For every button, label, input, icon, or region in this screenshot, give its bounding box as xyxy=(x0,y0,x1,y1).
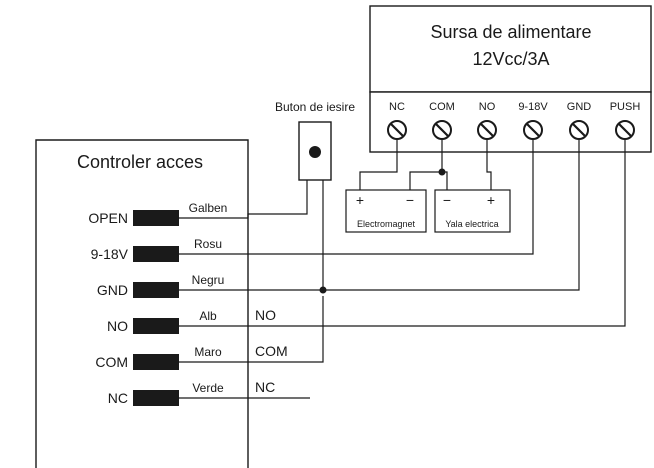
terminal-label-nc: NC xyxy=(389,101,405,113)
wire-psu-no-to-lock xyxy=(486,139,492,190)
wire-label-alb: Alb xyxy=(199,309,217,323)
screw-terminal-gnd-icon xyxy=(569,120,589,140)
wire-label-rosu: Rosu xyxy=(194,237,222,251)
electromagnet: + − Electromagnet xyxy=(345,189,427,233)
screw-terminal-9-18v-icon xyxy=(523,120,543,140)
wire-no-to-psu-push xyxy=(179,139,626,327)
wires xyxy=(179,139,626,399)
access-controller: Controler acces OPEN 9-18V GND NO COM NC… xyxy=(35,139,288,468)
terminal-label-no: NO xyxy=(479,101,496,113)
electromagnet-plus: + xyxy=(356,192,364,208)
pin-connector-nc xyxy=(133,390,179,406)
wire-gnd-to-psu xyxy=(179,139,580,291)
screw-terminal-no-icon xyxy=(477,120,497,140)
electromagnet-box xyxy=(345,189,427,233)
exit-button-label: Buton de iesire xyxy=(275,100,355,114)
pin-connector-com xyxy=(133,354,179,370)
pin-label-nc: NC xyxy=(108,390,128,406)
wire-label-maro: Maro xyxy=(194,345,222,359)
power-supply-rating: 12Vcc/3A xyxy=(472,49,549,69)
pin-connector-gnd xyxy=(133,282,179,298)
electric-lock-minus: − xyxy=(443,192,451,208)
controller-box xyxy=(35,139,249,468)
pin-label-com: COM xyxy=(95,354,128,370)
terminal-label-gnd: GND xyxy=(567,101,592,113)
wire-9-18v-to-psu xyxy=(179,139,534,255)
wire-open-to-exit-button xyxy=(179,180,308,219)
exit-button-push-icon xyxy=(309,146,321,158)
pin-label-no: NO xyxy=(107,318,128,334)
pin-connector-open xyxy=(133,210,179,226)
screw-terminal-push-icon xyxy=(615,120,635,140)
junction-dot-gnd xyxy=(319,286,327,294)
electric-lock-label: Yala electrica xyxy=(445,219,498,229)
controller-title: Controler acces xyxy=(77,152,203,172)
electric-lock: − + Yala electrica xyxy=(434,189,511,233)
wire-label-negru: Negru xyxy=(192,273,225,287)
terminal-label-com: COM xyxy=(429,101,455,113)
screw-terminal-nc-icon xyxy=(387,120,407,140)
pin-label-gnd: GND xyxy=(97,282,128,298)
output-label-nc: NC xyxy=(255,379,275,395)
wire-label-galben: Galben xyxy=(189,201,228,215)
electric-lock-box xyxy=(434,189,511,233)
electromagnet-minus: − xyxy=(406,192,414,208)
pin-connector-no xyxy=(133,318,179,334)
power-supply-box xyxy=(369,5,652,93)
terminal-block xyxy=(369,91,652,153)
power-supply: Sursa de alimentare 12Vcc/3A NC COM NO 9… xyxy=(369,5,652,153)
power-supply-title: Sursa de alimentare xyxy=(430,22,591,42)
exit-button: Buton de iesire xyxy=(275,100,355,181)
terminal-label-9-18v: 9-18V xyxy=(518,101,548,113)
wire-psu-nc-to-electromagnet xyxy=(359,139,398,190)
wire-com-to-exit-button xyxy=(179,296,324,363)
output-label-no: NO xyxy=(255,307,276,323)
pin-label-open: OPEN xyxy=(88,210,128,226)
output-label-com: COM xyxy=(255,343,288,359)
exit-button-body xyxy=(298,121,332,181)
terminal-label-push: PUSH xyxy=(610,101,641,113)
pin-connector-9-18v xyxy=(133,246,179,262)
electromagnet-label: Electromagnet xyxy=(357,219,416,229)
screw-terminal-com-icon xyxy=(432,120,452,140)
electric-lock-plus: + xyxy=(487,192,495,208)
wire-label-verde: Verde xyxy=(192,381,224,395)
junction-dot-com xyxy=(438,168,446,176)
pin-label-9-18v: 9-18V xyxy=(91,246,129,262)
